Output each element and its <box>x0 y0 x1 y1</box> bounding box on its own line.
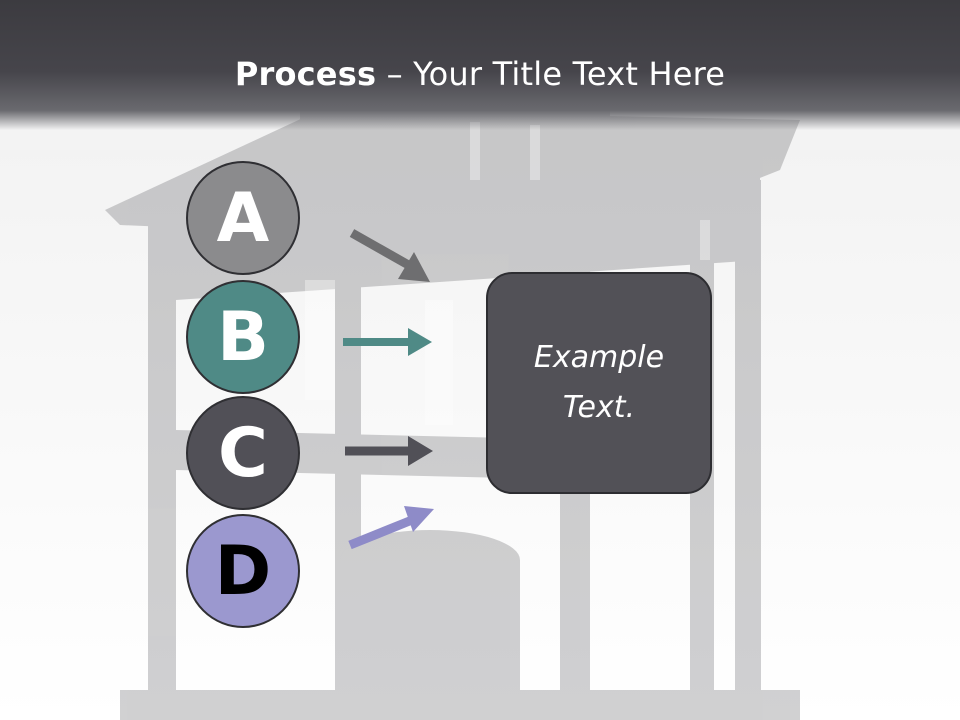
step-c-circle[interactable]: C <box>186 396 300 510</box>
example-text-box[interactable]: Example Text. <box>486 272 712 494</box>
example-text-line-2: Text. <box>562 390 636 425</box>
step-d-letter: D <box>214 532 272 611</box>
title-bar <box>0 0 960 130</box>
step-d-circle[interactable]: D <box>186 514 300 628</box>
step-b-circle[interactable]: B <box>186 280 300 394</box>
example-text-line-1: Example <box>533 340 665 375</box>
title-bold-part: Process <box>234 55 377 93</box>
title-regular-part: – Your Title Text Here <box>376 55 726 93</box>
slide-title[interactable]: Process – Your Title Text Here <box>0 52 960 96</box>
step-a-letter: A <box>216 179 270 258</box>
step-c-letter: C <box>218 414 268 493</box>
step-a-circle[interactable]: A <box>186 161 300 275</box>
step-b-letter: B <box>217 298 269 377</box>
